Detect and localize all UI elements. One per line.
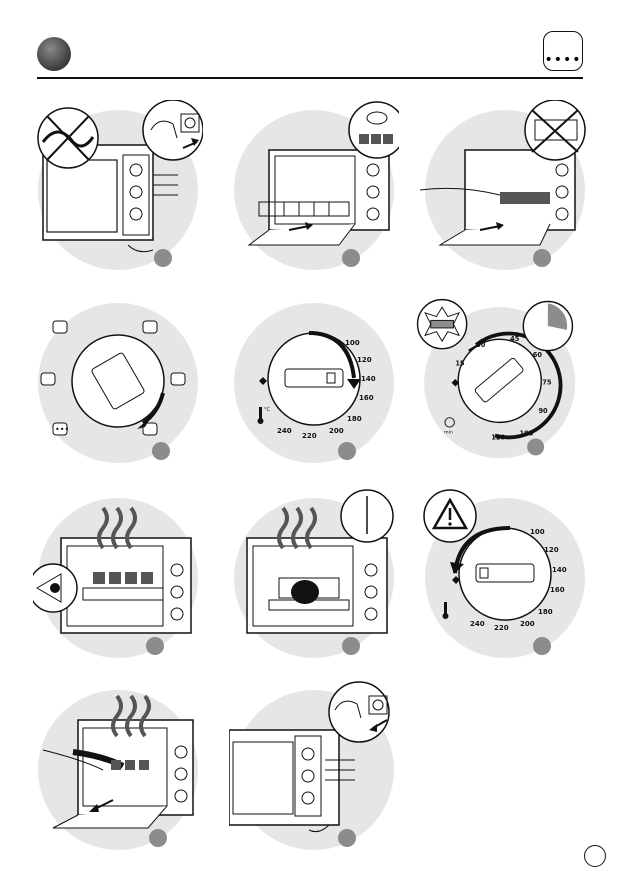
timer-unit: min <box>444 430 453 436</box>
svg-text:•••: ••• <box>55 425 69 434</box>
temp-mark-100: 100 <box>345 339 360 347</box>
svg-text:200: 200 <box>520 620 535 628</box>
step-set-temperature: 100 120 140 160 180 200 220 240 °C <box>229 293 399 463</box>
step-unplug <box>229 680 399 850</box>
header-rule <box>37 77 583 79</box>
mode-symbol-dots: •••• <box>544 55 582 65</box>
svg-text:240: 240 <box>470 620 485 628</box>
section-bullet-icon <box>37 37 71 71</box>
page-number-marker <box>584 845 606 867</box>
step-bullet-icon <box>342 637 360 655</box>
step-bullet-icon <box>154 249 172 267</box>
timer-mark-15: 15 <box>455 360 465 368</box>
svg-text:180: 180 <box>538 608 553 616</box>
step-select-function: ••• <box>33 293 203 463</box>
step-bullet-icon <box>152 442 170 460</box>
step-bullet-icon <box>338 442 356 460</box>
step-switch-off: 100 120 140 160 180 200 220 240 <box>420 488 590 658</box>
step-bullet-icon <box>146 637 164 655</box>
step-insert-tray <box>420 100 590 270</box>
svg-text:220: 220 <box>494 624 509 632</box>
temp-mark-220: 220 <box>302 432 317 440</box>
temp-mark-240: 240 <box>277 427 292 435</box>
step-bullet-icon <box>338 829 356 847</box>
svg-text:100: 100 <box>530 528 545 536</box>
step-insert-rack <box>229 100 399 270</box>
step-cooking-time <box>229 488 399 658</box>
eye-icon <box>50 583 60 593</box>
step-bullet-icon <box>527 438 544 455</box>
timer-mark-30: 30 <box>476 341 486 349</box>
thermometer-icon <box>444 602 447 614</box>
timer-mark-120: 120 <box>491 433 505 441</box>
temp-mark-180: 180 <box>347 415 362 423</box>
timer-mark-60: 60 <box>533 351 543 359</box>
temp-mark-140: 140 <box>361 375 376 383</box>
step-bullet-icon <box>533 249 551 267</box>
temp-mark-120: 120 <box>357 356 372 364</box>
svg-text:160: 160 <box>550 586 565 594</box>
step-bullet-icon <box>149 829 167 847</box>
temp-unit: °C <box>264 407 271 413</box>
timer-mark-45: 45 <box>510 335 520 343</box>
step-unplug-unpack <box>33 100 203 270</box>
mode-symbol-icon: •••• <box>543 31 583 71</box>
step-bullet-icon <box>342 249 360 267</box>
thermometer-icon <box>259 407 262 419</box>
timer-mark-90: 90 <box>538 407 548 415</box>
temp-mark-160: 160 <box>359 394 374 402</box>
step-remove-tray <box>33 680 203 850</box>
timer-mark-105: 105 <box>520 430 534 438</box>
timer-mark-75: 75 <box>542 379 552 387</box>
step-bullet-icon <box>533 637 551 655</box>
step-watch-cooking <box>33 488 203 658</box>
svg-text:140: 140 <box>552 566 567 574</box>
temp-mark-200: 200 <box>329 427 344 435</box>
step-set-timer: 15 30 45 60 75 90 105 120 min <box>410 293 580 463</box>
svg-text:120: 120 <box>544 546 559 554</box>
